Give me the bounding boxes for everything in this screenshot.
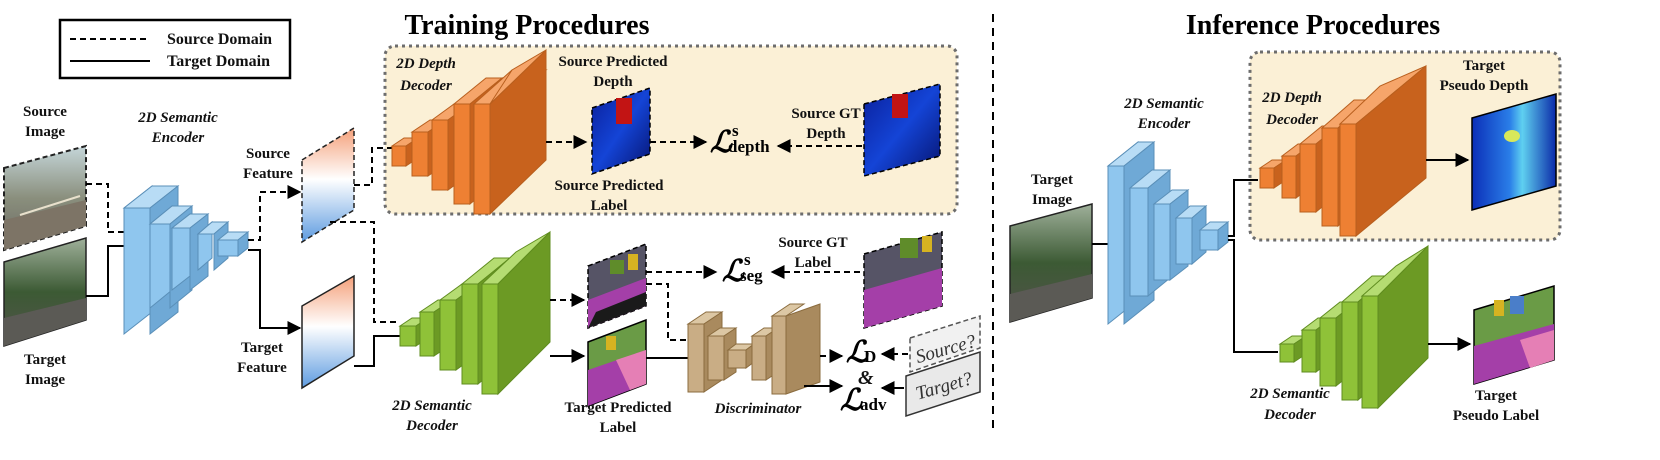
depth-loss-symbol: ℒ <box>710 126 733 159</box>
depth-decoder-label-2: Decoder <box>399 78 452 94</box>
source-gt-label <box>863 231 943 329</box>
inf-semantic-decoder-label-2: Decoder <box>1263 407 1316 423</box>
source-feature-to-depth-line <box>354 147 392 186</box>
source-feature-to-semantic-line <box>330 221 400 323</box>
depth-decoder-label-1: 2D Depth <box>395 56 456 72</box>
source-image-label-2: Image <box>25 124 65 140</box>
target-image-label-1: Target <box>24 352 66 368</box>
target-image <box>3 236 87 348</box>
source-pred-to-discriminator-line <box>646 283 688 341</box>
source-gt-depth-label-2: Depth <box>806 126 846 142</box>
source-pred-label-label-1: Source Predicted <box>554 178 664 194</box>
seg-loss: ℒ s seg <box>722 250 763 288</box>
legend: Source Domain Target Domain <box>58 18 292 80</box>
depth-loss-subscript: depth <box>728 137 770 156</box>
target-feature <box>301 274 355 390</box>
source-gt-depth-label-1: Source GT <box>791 106 860 122</box>
inf-encoder-to-semantic-line <box>1228 239 1278 353</box>
depth-decoder <box>390 48 548 216</box>
target-feature-label-2: Feature <box>237 360 287 376</box>
inf-depth-decoder-label-2: Decoder <box>1265 112 1318 128</box>
discriminator-label: Discriminator <box>714 401 802 417</box>
source-predicted-depth <box>591 86 651 176</box>
target-feature-to-semantic-line <box>354 335 400 367</box>
adv-loss-symbol: ℒ <box>840 384 863 417</box>
inf-pseudo-label-label-2: Pseudo Label <box>1453 408 1539 424</box>
inf-target-image-label-1: Target <box>1031 172 1073 188</box>
source-predicted-label <box>587 242 647 330</box>
source-pred-depth-label-2: Depth <box>593 74 633 90</box>
inf-encoder-label-1: 2D Semantic <box>1123 96 1204 112</box>
inference-title: Inference Procedures <box>1186 10 1440 41</box>
inf-encoder-to-depth-line <box>1228 179 1258 237</box>
inf-semantic-decoder-label-1: 2D Semantic <box>1249 386 1330 402</box>
encoder-to-source-feature-arrow <box>248 185 302 241</box>
source-gt-label-label-2: Label <box>795 255 832 271</box>
semantic-decoder <box>398 230 551 396</box>
adv-loss-subscript: adv <box>860 395 887 414</box>
source-feature-label-2: Feature <box>243 166 293 182</box>
d-loss-symbol: ℒ <box>846 336 869 369</box>
source-pred-label-label-2: Label <box>591 198 628 214</box>
source-pred-depth-label-1: Source Predicted <box>558 54 668 70</box>
seg-loss-superscript: s <box>744 250 751 269</box>
target-image-label-2: Image <box>25 372 65 388</box>
encoder-label-1: 2D Semantic <box>137 110 218 126</box>
semantic-encoder <box>122 184 250 336</box>
seg-loss-subscript: seg <box>740 266 763 285</box>
inference-depth-decoder <box>1258 64 1427 238</box>
target-pred-label-label-1: Target Predicted <box>564 400 672 416</box>
discriminator <box>686 303 821 395</box>
seg-loss-symbol: ℒ <box>722 255 745 288</box>
source-image-label-1: Source <box>23 104 67 120</box>
d-loss: ℒ D <box>846 336 876 369</box>
inference-semantic-decoder <box>1278 244 1429 410</box>
target-pseudo-depth <box>1471 93 1557 211</box>
inf-pseudo-depth-label-2: Pseudo Depth <box>1440 78 1529 94</box>
d-loss-subscript: D <box>864 347 876 366</box>
inference-encoder <box>1106 140 1230 326</box>
adv-loss: ℒ adv <box>840 384 887 417</box>
inf-pseudo-label-label-1: Target <box>1475 388 1517 404</box>
source-feature-label-1: Source <box>246 146 290 162</box>
training-title: Training Procedures <box>405 10 650 41</box>
legend-target-label: Target Domain <box>167 53 270 70</box>
depth-loss-superscript: s <box>732 121 739 140</box>
source-gt-depth <box>863 83 941 177</box>
inf-pseudo-depth-label-1: Target <box>1463 58 1505 74</box>
source-image <box>3 144 87 252</box>
source-to-encoder-line <box>86 183 124 233</box>
inference-target-image <box>1009 203 1093 324</box>
legend-source-label: Source Domain <box>167 31 272 48</box>
encoder-label-2: Encoder <box>151 130 205 146</box>
target-predicted-label <box>587 318 647 408</box>
loss-ampersand: & <box>858 367 874 389</box>
inf-depth-decoder-label-1: 2D Depth <box>1261 90 1322 106</box>
semantic-decoder-label-2: Decoder <box>405 418 458 434</box>
target-to-encoder-line <box>86 245 124 297</box>
source-feature <box>301 126 355 244</box>
inf-encoder-label-2: Encoder <box>1137 116 1191 132</box>
encoder-to-target-feature-arrow <box>248 249 302 335</box>
target-pseudo-label <box>1473 284 1555 386</box>
source-gt-label-label-1: Source GT <box>778 235 847 251</box>
depth-loss: ℒ s depth <box>710 121 770 159</box>
target-pred-label-label-2: Label <box>600 420 637 436</box>
semantic-decoder-label-1: 2D Semantic <box>391 398 472 414</box>
target-feature-label-1: Target <box>241 340 283 356</box>
inf-target-image-label-2: Image <box>1032 192 1072 208</box>
